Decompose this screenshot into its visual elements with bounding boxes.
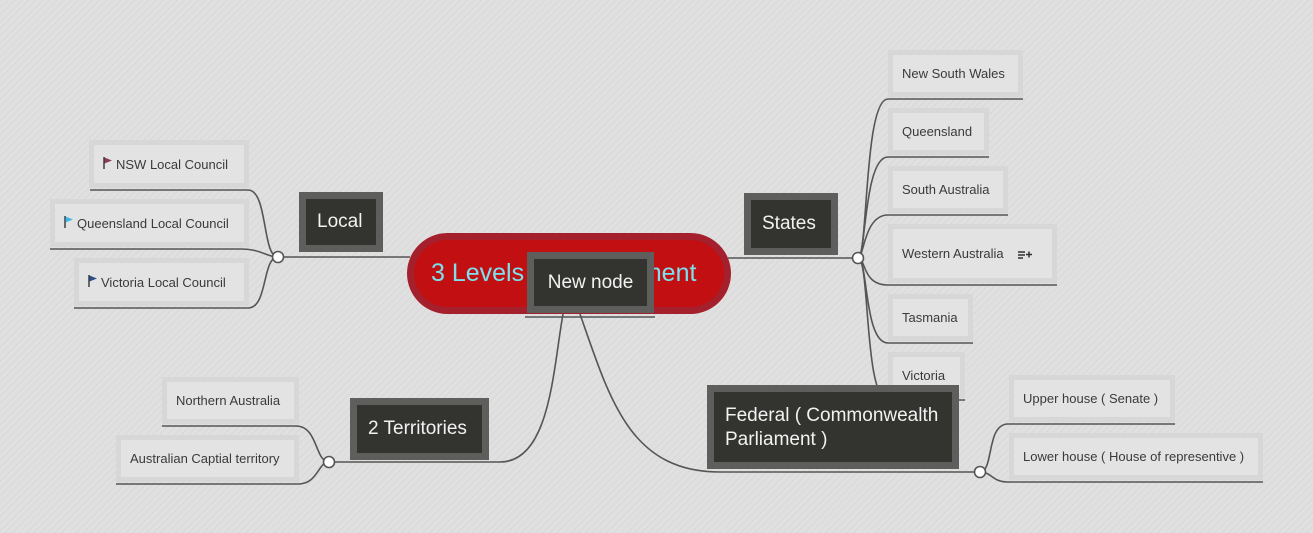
node-label: Upper house ( Senate ) <box>1023 391 1159 406</box>
node-label: Lower house ( House of representive ) <box>1023 449 1245 464</box>
branch-states[interactable]: States <box>744 193 838 255</box>
flag-icon <box>64 216 73 228</box>
branch-local-label: Local <box>306 199 376 245</box>
node-label: Queensland <box>902 124 973 139</box>
node-new-south-wales[interactable]: New South Wales <box>888 50 1023 97</box>
node-label: Western Australia <box>902 246 1004 261</box>
branch-federal-label: Federal ( Commonwealth Parliament ) <box>714 392 952 462</box>
node-australian-captial-territory[interactable]: Australian Captial territory <box>116 435 299 482</box>
node-queensland-local-council[interactable]: Queensland Local Council <box>50 199 249 247</box>
new-node[interactable]: New node <box>527 252 654 313</box>
node-label: South Australia <box>902 182 990 197</box>
node-label: Queensland Local Council <box>77 215 229 231</box>
node-label: Victoria <box>902 367 946 383</box>
node-western-australia[interactable]: Western Australia <box>888 224 1057 283</box>
branch-local[interactable]: Local <box>299 192 383 252</box>
node-label: Tasmania <box>902 310 958 325</box>
node-label: New South Wales <box>902 66 1005 81</box>
node-nsw-local-council[interactable]: NSW Local Council <box>89 140 249 188</box>
node-lower-house[interactable]: Lower house ( House of representive ) <box>1009 433 1263 480</box>
node-label: Victoria Local Council <box>101 274 226 290</box>
node-northern-australia[interactable]: Northern Australia <box>162 377 299 424</box>
node-victoria-local-council[interactable]: Victoria Local Council <box>74 258 249 306</box>
node-queensland[interactable]: Queensland <box>888 108 989 155</box>
branch-states-label: States <box>751 200 831 248</box>
flag-icon <box>88 275 97 287</box>
branch-territories[interactable]: 2 Territories <box>350 398 489 460</box>
node-upper-house[interactable]: Upper house ( Senate ) <box>1009 375 1175 422</box>
node-label: NSW Local Council <box>116 156 228 172</box>
new-node-label: New node <box>534 259 647 306</box>
node-label: Australian Captial territory <box>130 451 280 466</box>
node-label: Northern Australia <box>176 393 281 408</box>
flag-icon <box>103 157 112 169</box>
branch-territories-label: 2 Territories <box>357 405 482 453</box>
notes-icon[interactable] <box>1017 248 1032 260</box>
node-south-australia[interactable]: South Australia <box>888 166 1008 213</box>
node-tasmania[interactable]: Tasmania <box>888 294 973 341</box>
branch-federal[interactable]: Federal ( Commonwealth Parliament ) <box>707 385 959 469</box>
